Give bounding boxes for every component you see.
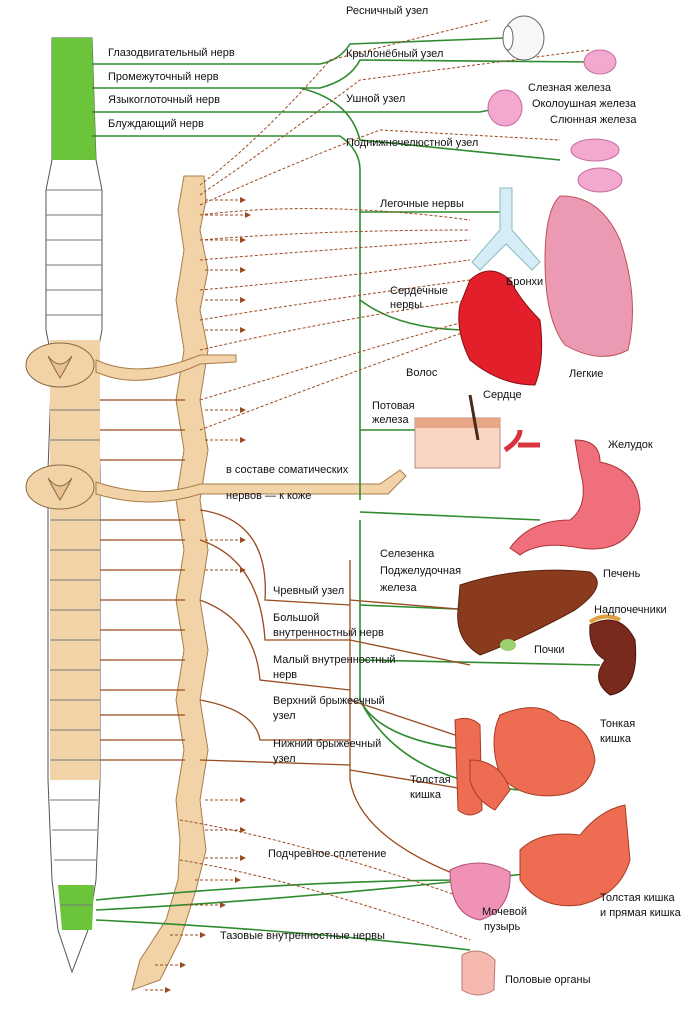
- label-bronchi: Бронхи: [506, 276, 544, 288]
- colon-rectum: [519, 804, 631, 907]
- lungs: [544, 195, 633, 357]
- label-lacrimal-gland: Слезная железа: [528, 82, 612, 94]
- liver: [457, 569, 598, 656]
- label-colon-rectum-2: и прямая кишка: [600, 907, 681, 919]
- label-otic-ganglion: Ушной узел: [346, 93, 406, 105]
- label-celiac-ganglion: Чревный узел: [273, 585, 345, 597]
- label-greater-splanchnic-1: Большой: [273, 612, 320, 624]
- label-colon-rectum-1: Толстая кишка: [600, 892, 675, 904]
- label-pancreas-1: Поджелудочная: [380, 565, 462, 577]
- label-lungs: Легкие: [569, 368, 604, 380]
- label-vagus-nerve: Блуждающий нерв: [108, 118, 204, 130]
- label-large-intestine-1: Толстая: [410, 774, 451, 786]
- label-cardiac-nerves-2: нервы: [390, 299, 423, 311]
- label-kidneys: Почки: [534, 644, 565, 656]
- label-lesser-splanchnic-1: Малый внутренностный: [273, 654, 396, 666]
- label-bladder-1: Мочевой: [482, 906, 527, 918]
- label-submandibular-ganglion: Поднижнечелюстной узел: [346, 137, 479, 149]
- genitals: [461, 950, 496, 996]
- label-pulmonary-nerves: Легочные нервы: [380, 198, 464, 210]
- skin-section: [414, 394, 540, 469]
- label-hair: Волос: [406, 367, 438, 379]
- heart: [458, 270, 543, 386]
- label-liver: Печень: [603, 568, 641, 580]
- label-sweat-gland-1: Потовая: [372, 400, 415, 412]
- label-pelvic-splanchnic-nerves: Тазовые внутренностные нервы: [220, 930, 385, 942]
- label-genitals: Половые органы: [505, 974, 591, 986]
- label-superior-mesenteric-1: Верхний брыжеечный: [273, 695, 385, 707]
- bronchi: [471, 187, 541, 271]
- stomach: [509, 439, 641, 556]
- sympathetic-chain: [95, 175, 407, 991]
- label-sweat-gland-2: железа: [372, 414, 409, 426]
- label-spleen: Селезенка: [380, 548, 435, 560]
- eye: [502, 15, 545, 61]
- label-large-intestine-2: кишка: [410, 789, 441, 801]
- glands-group: [487, 49, 623, 193]
- preganglionic-fibers: [100, 399, 471, 881]
- label-pterygopalatine-ganglion: Крылонёбный узел: [346, 48, 444, 60]
- label-inferior-mesenteric-1: Нижний брыжеечный: [273, 738, 382, 750]
- label-bladder-2: пузырь: [484, 921, 521, 933]
- label-pancreas-2: железа: [380, 582, 417, 594]
- label-inferior-mesenteric-2: узел: [273, 753, 296, 765]
- label-superior-mesenteric-2: узел: [273, 710, 296, 722]
- label-hypogastric-plexus: Подчревное сплетение: [268, 848, 387, 860]
- intestines: [454, 707, 596, 816]
- bladder: [449, 862, 511, 921]
- label-small-intestine-2: кишка: [600, 733, 631, 745]
- spinal-cord: [25, 37, 103, 974]
- label-parotid-gland: Околоушная железа: [532, 98, 637, 110]
- label-small-intestine-1: Тонкая: [600, 718, 636, 730]
- label-heart: Сердце: [483, 389, 522, 401]
- label-ciliary-ganglion: Ресничный узел: [346, 5, 429, 17]
- label-adrenals: Надпочечники: [594, 604, 667, 616]
- label-glossopharyngeal-nerve: Языкоглоточный нерв: [108, 94, 220, 106]
- label-salivary-gland: Слюнная железа: [550, 114, 637, 126]
- sympathetic-fibers: [179, 19, 591, 941]
- label-cardiac-nerves-1: Сердечные: [390, 285, 448, 297]
- chain-output-arrows: [145, 197, 251, 993]
- label-stomach: Желудок: [608, 439, 653, 451]
- label-lesser-splanchnic-2: нерв: [273, 669, 298, 681]
- kidney: [588, 614, 637, 696]
- label-somatic-2: нервов — к коже: [226, 490, 312, 502]
- label-oculomotor-nerve: Глазодвигательный нерв: [108, 47, 235, 59]
- label-greater-splanchnic-2: внутренностный нерв: [273, 627, 384, 639]
- label-somatic-1: в составе соматических: [226, 464, 349, 476]
- label-intermediate-nerve: Промежуточный нерв: [108, 71, 219, 83]
